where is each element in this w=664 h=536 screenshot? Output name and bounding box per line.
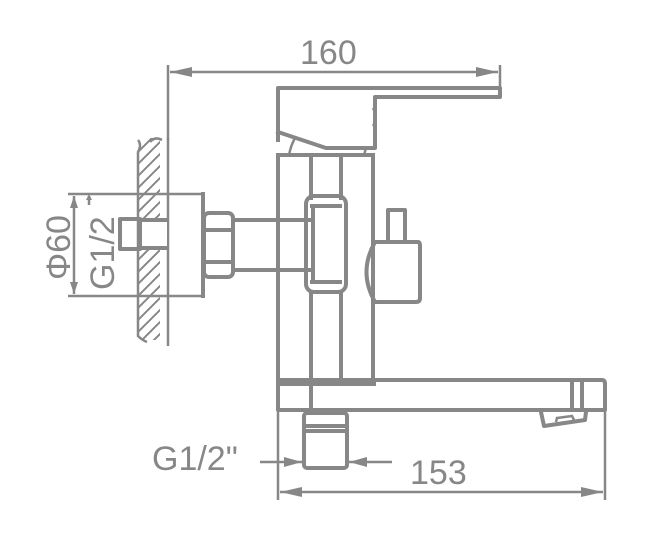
diverter-knob xyxy=(364,208,422,304)
spout xyxy=(276,378,607,428)
dimension-label-g12-outlet: G1/2" xyxy=(152,440,238,478)
dimension-label-g12-inlet: G1/2 xyxy=(84,216,122,290)
wall-section xyxy=(118,137,170,346)
dimension-160: 160 xyxy=(166,34,502,140)
bottom-outlet xyxy=(302,411,349,470)
dimension-g12-inlet: G1/2 xyxy=(84,194,122,290)
dimension-label-phi60: Φ60 xyxy=(40,215,78,280)
dimension-label-160: 160 xyxy=(300,34,357,72)
dimension-153: 153 xyxy=(276,410,607,500)
dimension-phi60: Φ60 xyxy=(40,196,78,294)
lever-handle xyxy=(275,86,502,156)
dimension-label-153: 153 xyxy=(410,454,467,492)
hex-nut-connector xyxy=(202,211,312,279)
dimension-g12-outlet: G1/2" xyxy=(152,440,392,478)
faucet-body xyxy=(276,153,375,382)
